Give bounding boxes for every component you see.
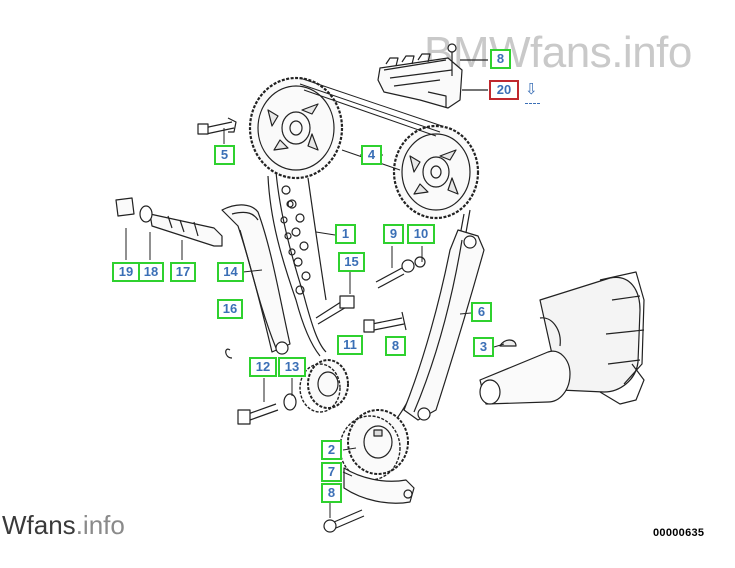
intermediate-sprocket [299,359,349,413]
diagram-code: 00000635 [653,527,705,539]
replacement-arrow-link[interactable]: ⇩ [525,80,540,104]
leader-lines [125,128,505,518]
part-label-10[interactable]: 10 [407,224,435,244]
watermark-bottom-main: Wfans [2,510,76,540]
crankshaft [479,271,645,405]
part-label-19[interactable]: 19 [112,262,140,282]
part-label-2[interactable]: 2 [321,440,342,460]
woodruff-key [499,339,517,347]
part-label-9[interactable]: 9 [383,224,404,244]
part-label-15[interactable]: 15 [338,252,365,272]
part-label-4[interactable]: 4 [361,145,382,165]
top-tensioner-part [377,43,488,109]
crankshaft-sprocket [339,409,409,481]
part-label-11[interactable]: 11 [337,335,363,355]
left-camshaft-sprocket [248,76,344,180]
part-label-8-top[interactable]: 8 [490,49,511,69]
part-label-8-mid[interactable]: 8 [385,336,406,356]
part-label-12[interactable]: 12 [249,357,277,377]
part-label-1[interactable]: 1 [335,224,356,244]
part-label-5[interactable]: 5 [214,145,235,165]
watermark-bottom-suffix: .info [75,510,125,540]
part-label-18[interactable]: 18 [138,262,164,282]
part-label-20[interactable]: 20 [489,80,519,100]
part-label-7[interactable]: 7 [321,462,342,482]
watermark-top: BMWfans.info [424,28,692,77]
part-label-8-bot[interactable]: 8 [321,483,342,503]
guide-rail-left [221,204,291,355]
right-camshaft-sprocket [392,124,480,220]
bolts-and-fasteners [115,117,426,533]
part-label-3[interactable]: 3 [473,337,494,357]
part-label-16[interactable]: 16 [217,299,243,319]
timing-chain-left [267,171,327,357]
watermark-bottom: Wfans.info [2,510,125,541]
part-label-17[interactable]: 17 [170,262,196,282]
tensioner-rail-right [403,229,485,421]
part-label-13[interactable]: 13 [278,357,306,377]
part-label-14[interactable]: 14 [217,262,244,282]
lower-chain-guide [343,467,415,504]
part-label-6[interactable]: 6 [471,302,492,322]
